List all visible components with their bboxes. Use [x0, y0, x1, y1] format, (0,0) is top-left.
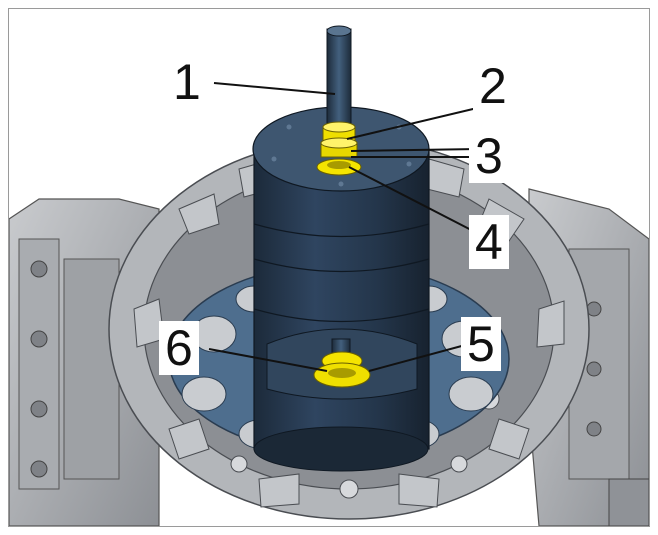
callout-3: 3	[469, 129, 509, 183]
lower-nut-washer	[313, 351, 371, 388]
callout-2: 2	[473, 59, 513, 113]
callout-4: 4	[469, 215, 509, 269]
callout-6: 6	[159, 321, 199, 375]
callout-1: 1	[167, 55, 207, 109]
figure-frame: 1 2 3 4 5 6	[8, 8, 650, 527]
puller-cylinder	[252, 106, 430, 472]
leader-lines	[208, 82, 495, 372]
callout-5: 5	[461, 317, 501, 371]
gearbox-tool-illustration	[9, 25, 649, 526]
upper-nut-stack	[316, 121, 362, 176]
